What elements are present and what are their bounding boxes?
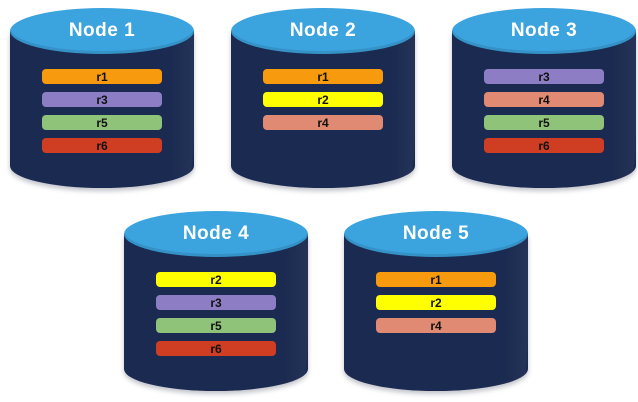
record-bar[interactable]: r3 <box>484 69 604 84</box>
record-bar[interactable]: r6 <box>42 138 162 153</box>
cylinder-shape <box>452 8 637 188</box>
node-cylinder-5[interactable]: Node 5 r1 r2 r4 <box>344 211 529 391</box>
cylinder-body <box>231 31 416 188</box>
record-bar[interactable]: r2 <box>156 272 276 287</box>
record-list: r2 r3 r5 r6 <box>156 272 276 356</box>
record-bar[interactable]: r4 <box>376 318 496 333</box>
record-bar[interactable]: r5 <box>42 115 162 130</box>
cylinder-shape <box>231 8 416 188</box>
record-bar[interactable]: r6 <box>484 138 604 153</box>
cylinder-body <box>344 234 529 391</box>
cylinder-shape <box>344 211 529 391</box>
record-bar[interactable]: r2 <box>263 92 383 107</box>
record-bar[interactable]: r4 <box>263 115 383 130</box>
node-title: Node 4 <box>182 223 250 244</box>
cylinder-top-ellipse <box>10 8 194 54</box>
cylinder-body <box>452 31 637 188</box>
record-list: r3 r4 r5 r6 <box>484 69 604 153</box>
record-list: r1 r2 r4 <box>263 69 383 130</box>
cylinder-top-ellipse <box>124 211 308 257</box>
record-bar[interactable]: r4 <box>484 92 604 107</box>
cylinder-top-ellipse <box>344 211 528 257</box>
node-cylinder-1[interactable]: Node 1 r1 r3 r5 r6 <box>10 8 195 188</box>
cylinder-top-ellipse <box>231 8 415 54</box>
cylinder-shape <box>10 8 195 188</box>
node-title: Node 3 <box>510 20 578 41</box>
record-bar[interactable]: r3 <box>42 92 162 107</box>
record-bar[interactable]: r1 <box>42 69 162 84</box>
record-bar[interactable]: r6 <box>156 341 276 356</box>
cylinder-shape <box>124 211 309 391</box>
record-bar[interactable]: r5 <box>484 115 604 130</box>
node-title: Node 1 <box>68 20 136 41</box>
cylinder-body <box>10 31 195 188</box>
record-bar[interactable]: r1 <box>376 272 496 287</box>
node-title: Node 5 <box>402 223 470 244</box>
record-list: r1 r2 r4 <box>376 272 496 333</box>
node-cylinder-2[interactable]: Node 2 r1 r2 r4 <box>231 8 416 188</box>
node-cylinder-4[interactable]: Node 4 r2 r3 r5 r6 <box>124 211 309 391</box>
record-bar[interactable]: r5 <box>156 318 276 333</box>
record-list: r1 r3 r5 r6 <box>42 69 162 153</box>
record-bar[interactable]: r1 <box>263 69 383 84</box>
node-cylinder-3[interactable]: Node 3 r3 r4 r5 r6 <box>452 8 637 188</box>
node-title: Node 2 <box>289 20 357 41</box>
cylinder-top-ellipse <box>452 8 636 54</box>
record-bar[interactable]: r2 <box>376 295 496 310</box>
record-bar[interactable]: r3 <box>156 295 276 310</box>
cylinder-body <box>124 234 309 391</box>
